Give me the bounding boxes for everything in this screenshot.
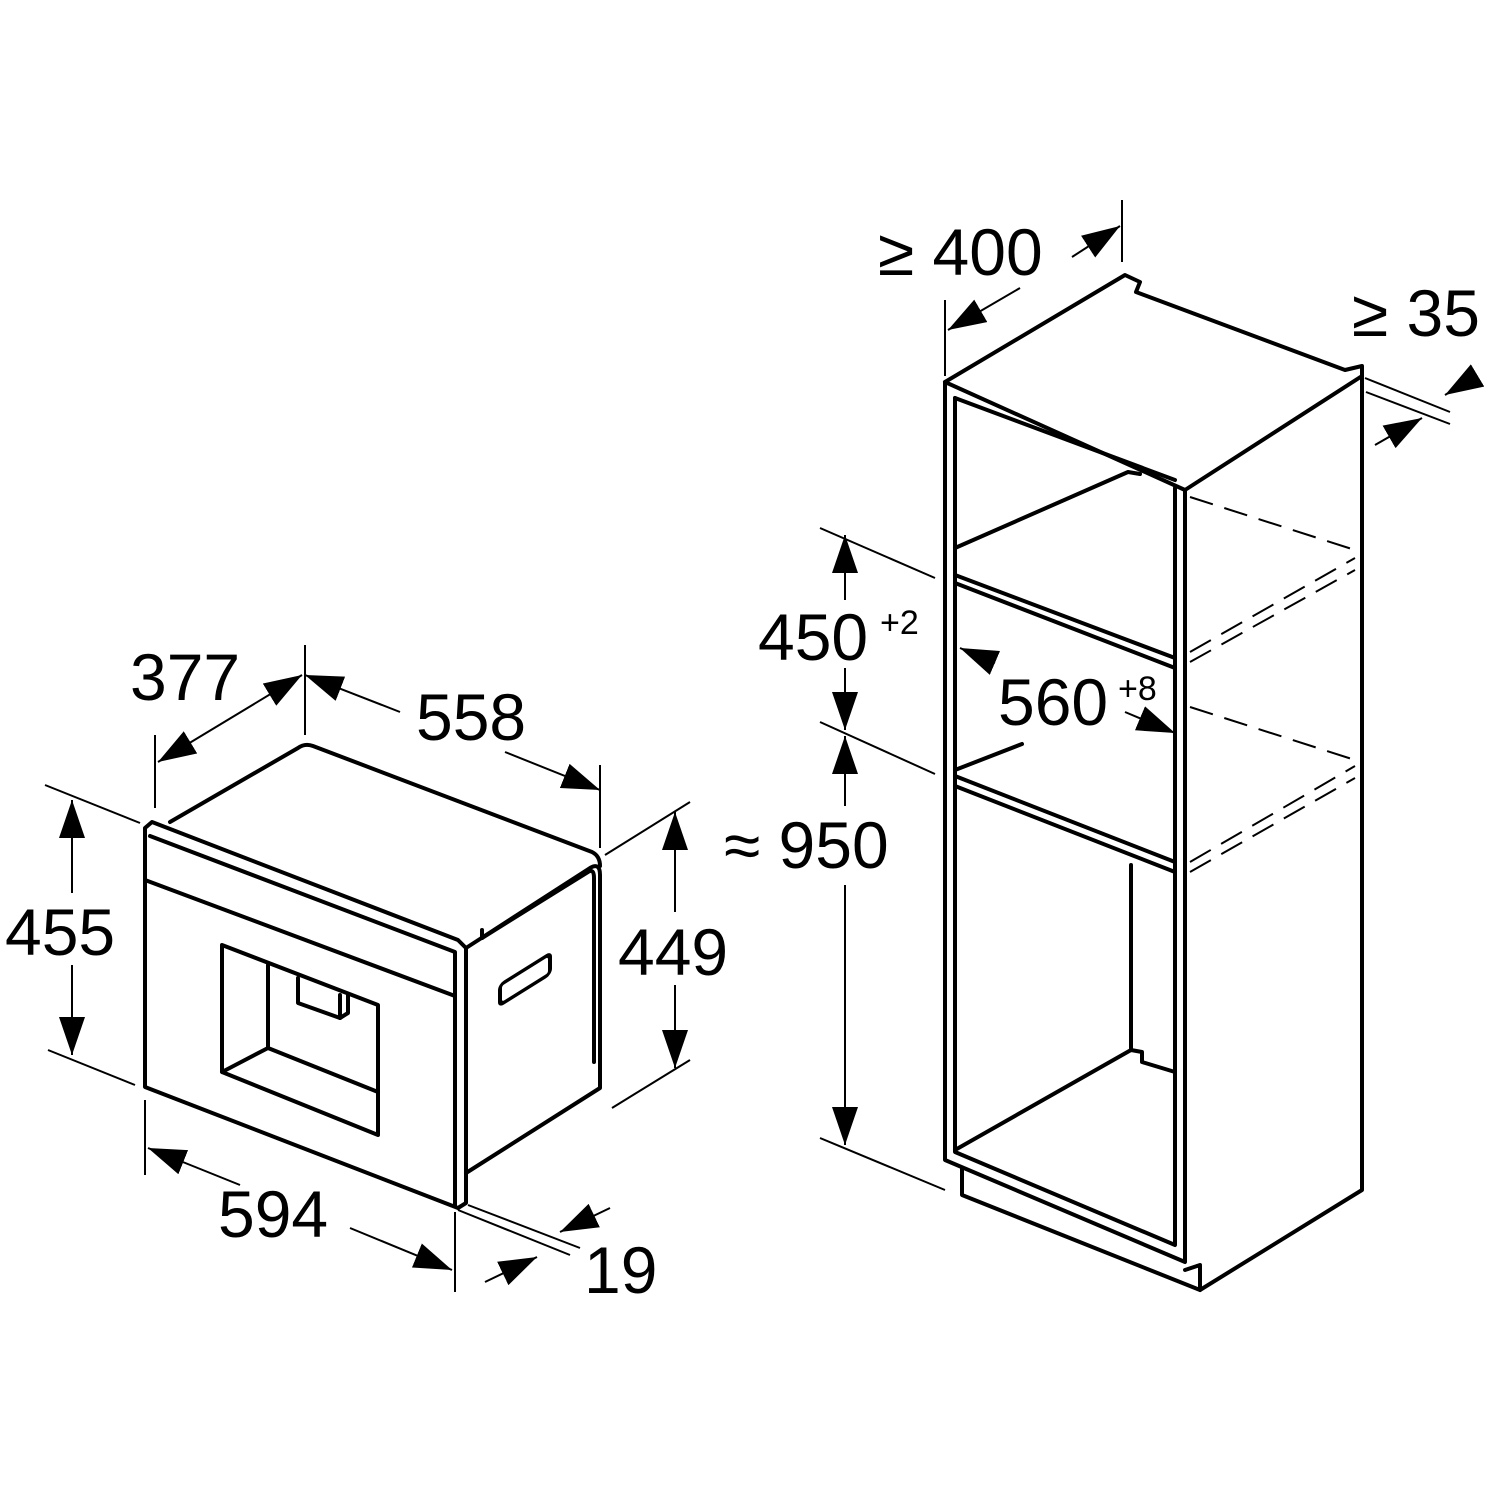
dim-455-label: 455	[5, 895, 115, 969]
dim-377-arrow	[157, 674, 303, 763]
cabinet-front	[943, 380, 1187, 1264]
side-handle	[498, 953, 552, 1006]
dim-min-depth-label: ≥ 400	[878, 215, 1043, 289]
dim-niche-width-tolerance: +8	[1118, 670, 1157, 708]
appliance-drawing	[143, 742, 602, 1210]
cabinet-shelf-lower	[953, 774, 1177, 864]
dim-594-label: 594	[218, 1177, 328, 1251]
dim-min-gap-label: ≥ 35	[1352, 276, 1480, 350]
cabinet-drawing	[943, 273, 1364, 1292]
dispenser-opening	[220, 943, 380, 1137]
appliance-dimensions	[44, 645, 691, 1292]
appliance-top	[168, 742, 602, 868]
dim-449-label: 449	[618, 915, 728, 989]
cabinet-top	[943, 273, 1364, 1292]
dim-19-label: 19	[584, 1233, 657, 1307]
dim-floor-height-label: ≈ 950	[724, 808, 889, 882]
cabinet-shelf-upper	[953, 573, 1177, 660]
dim-niche-width-label: 560	[998, 665, 1108, 739]
dim-558-label: 558	[416, 680, 526, 754]
dim-377-label: 377	[130, 640, 240, 714]
dim-niche-height-tolerance: +2	[880, 604, 919, 642]
cabinet-dimensions	[819, 200, 1485, 1191]
dim-niche-height-label: 450	[758, 600, 868, 674]
appliance-side	[464, 864, 602, 1175]
appliance-front	[143, 820, 468, 1210]
